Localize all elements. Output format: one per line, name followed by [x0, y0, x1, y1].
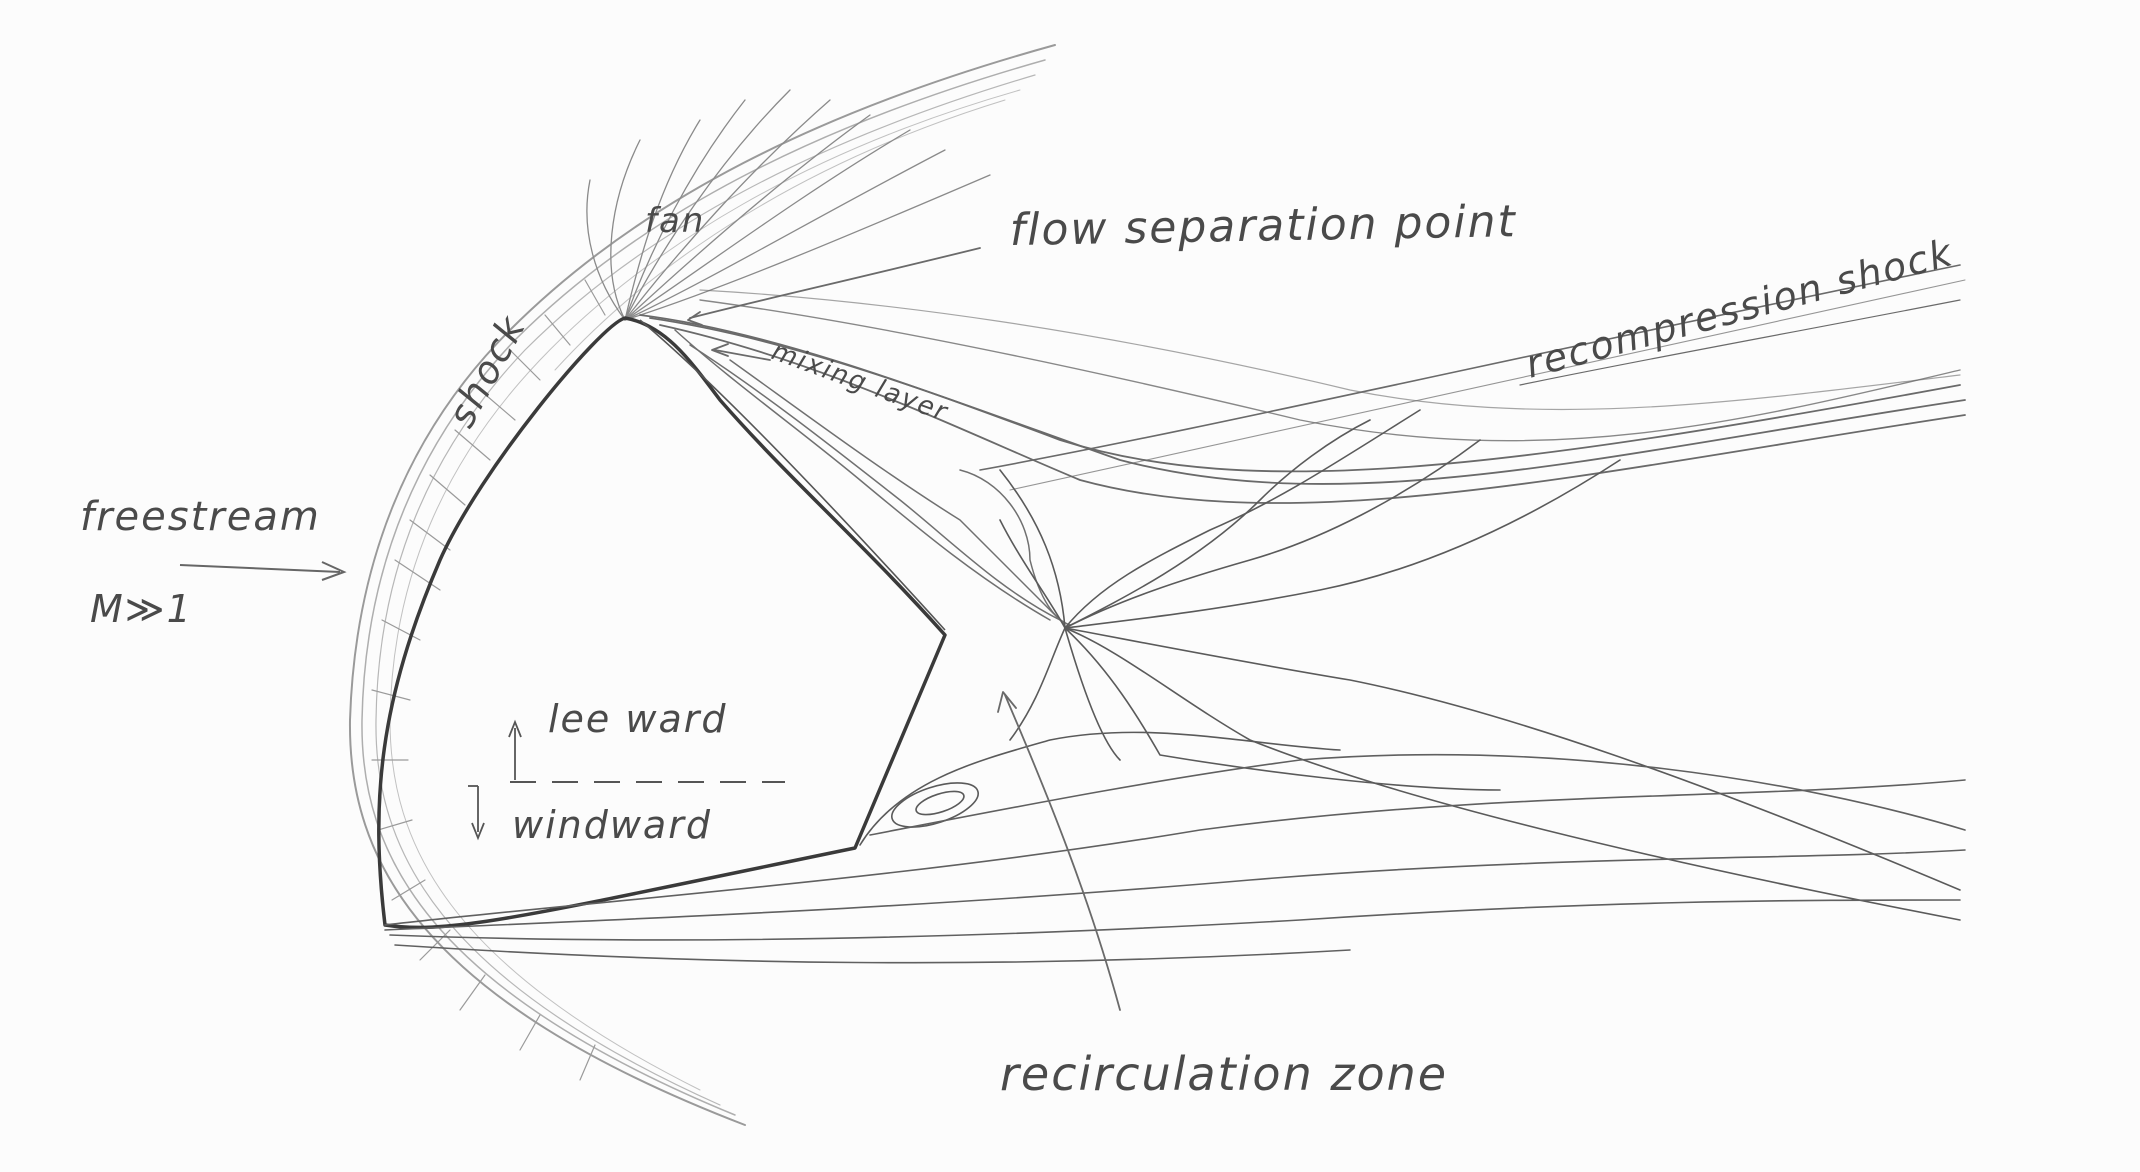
- lower-streamlines: [384, 753, 1966, 964]
- upper-streamlines: [639, 289, 1966, 504]
- mach-label: M≫1: [90, 587, 193, 631]
- freestream-label: freestream: [80, 494, 321, 540]
- wake-lines: [999, 409, 1961, 921]
- fan-label: fan: [645, 201, 705, 241]
- shock-wave: [348, 44, 1056, 1126]
- freestream-arrow: [179, 561, 347, 581]
- mixing-layer-pointer: [714, 349, 771, 361]
- pointer-arrowhead-icon: [687, 311, 703, 326]
- vehicle-body: [377, 316, 947, 930]
- down-arrow-icon: [471, 822, 485, 841]
- recirculation-pointer: [1004, 694, 1121, 1011]
- flow-separation-point-label: flow separation point: [1009, 196, 1517, 256]
- arrow-right-icon: [321, 561, 347, 581]
- flow-separation-pointer: [689, 247, 981, 319]
- recirculation-zone-label: recirculation zone: [1000, 1047, 1448, 1101]
- orientation-marker: [468, 719, 785, 841]
- expansion-fan: [586, 89, 991, 321]
- mixing-layer-label: mixing layer: [768, 336, 953, 428]
- recirculation-eddy: [859, 731, 1341, 846]
- pointer-arrowhead-icon: [997, 691, 1017, 713]
- label-pointers: [687, 247, 1961, 1011]
- leeward-label: lee ward: [548, 697, 728, 741]
- shock-label: shock: [439, 308, 534, 435]
- recompression-shock-label: recompression shock: [1521, 230, 1958, 387]
- pointer-arrowhead-icon: [711, 343, 729, 357]
- mixing-layer: [674, 329, 1071, 626]
- windward-label: windward: [512, 803, 712, 847]
- up-arrow-icon: [508, 719, 522, 738]
